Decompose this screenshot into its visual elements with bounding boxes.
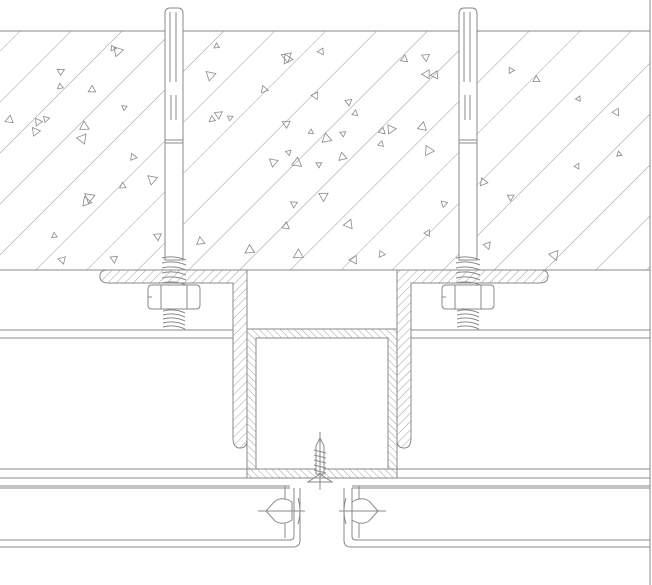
aggregate-mark: [208, 115, 217, 123]
aggregate-mark: [109, 255, 119, 264]
aggregate-mark: [118, 181, 127, 189]
aggregate-mark: [289, 201, 299, 209]
aggregate-mark: [416, 120, 427, 131]
aggregate-mark: [292, 248, 304, 259]
aggregate-mark: [283, 53, 294, 65]
aggregate-mark: [376, 140, 384, 148]
aggregate-mark: [56, 82, 65, 90]
aggregate-mark: [351, 109, 359, 116]
aggregate-mark: [611, 107, 620, 117]
aggregate-mark: [147, 175, 159, 186]
aggregate-mark: [56, 68, 66, 77]
right-angle-bracket: [396, 269, 549, 449]
steel-box-tube: [246, 328, 398, 479]
aggregate-mark: [130, 152, 138, 161]
aggregate-mark: [423, 229, 430, 237]
wall-panel-lines: [0, 329, 650, 489]
aggregate-mark: [226, 115, 234, 122]
aggregate-mark: [574, 95, 581, 102]
aggregate-mark: [213, 111, 223, 120]
aggregate-mark: [244, 243, 256, 254]
aggregate-mark: [429, 70, 439, 80]
aggregate-mark: [338, 151, 348, 161]
aggregate-mark: [315, 162, 323, 169]
aggregate-mark: [284, 149, 292, 157]
aggregate-mark: [506, 194, 515, 202]
left-anchor-bolt: [147, 7, 201, 330]
aggregate-mark: [281, 221, 290, 230]
aggregate-mark: [82, 195, 93, 207]
right-anchor-bolt: [441, 7, 495, 330]
aggregate-mark: [440, 200, 449, 209]
aggregate-mark: [573, 162, 580, 170]
aggregate-mark: [532, 74, 541, 82]
aggregate-mark: [310, 91, 319, 101]
aggregate-mark: [121, 105, 128, 112]
aggregate-mark: [420, 53, 431, 63]
aggregate-mark: [318, 192, 329, 203]
aggregate-mark: [377, 126, 386, 135]
aggregate-mark: [344, 99, 353, 107]
concrete-aggregate-marks: [4, 42, 623, 265]
aggregate-mark: [110, 44, 117, 52]
aggregate-mark: [547, 249, 559, 262]
cladding-panels: [0, 486, 650, 548]
aggregate-mark: [152, 233, 162, 242]
aggregate-mark: [35, 117, 44, 127]
aggregate-mark: [87, 84, 97, 93]
aggregate-mark: [307, 128, 315, 135]
aggregate-mark: [482, 241, 491, 251]
aggregate-mark: [31, 126, 42, 137]
aggregate-mark: [479, 177, 489, 187]
aggregate-mark: [342, 218, 353, 230]
aggregate-mark: [213, 42, 221, 49]
aggregate-mark: [51, 231, 59, 238]
aggregate-mark: [348, 254, 357, 265]
aggregate-mark: [4, 114, 14, 124]
aggregate-mark: [281, 120, 291, 130]
aggregate-mark: [399, 54, 409, 63]
self-tapping-screw: [306, 432, 334, 490]
aggregate-mark: [42, 115, 51, 124]
aggregate-mark: [113, 46, 125, 58]
aggregate-mark: [425, 144, 436, 157]
right-rivet: [339, 497, 386, 525]
aggregate-mark: [205, 70, 217, 82]
aggregate-mark: [290, 156, 303, 167]
aggregate-mark: [316, 47, 324, 56]
aggregate-mark: [196, 236, 206, 245]
aggregate-mark: [84, 193, 96, 204]
aggregate-mark: [321, 132, 333, 143]
aggregate-mark: [57, 256, 66, 265]
aggregate-mark: [378, 249, 387, 258]
aggregate-mark: [420, 69, 430, 80]
aggregate-mark: [387, 124, 397, 135]
left-angle-bracket: [99, 269, 248, 449]
left-rivet: [258, 497, 305, 525]
aggregate-mark: [79, 120, 90, 131]
aggregate-mark: [268, 158, 279, 168]
aggregate-mark: [339, 131, 347, 138]
aggregate-mark: [75, 133, 87, 145]
aggregate-mark: [616, 150, 623, 157]
aggregate-mark: [508, 66, 516, 75]
aggregate-mark: [260, 84, 269, 94]
